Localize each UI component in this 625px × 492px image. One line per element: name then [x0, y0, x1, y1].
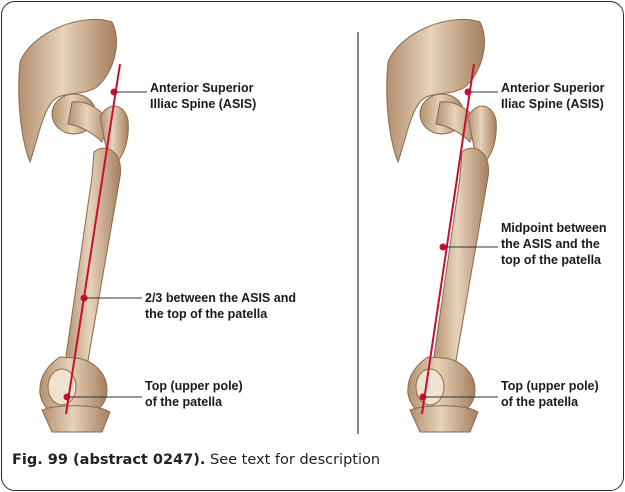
right-patella-label-line1: Top (upper pole): [501, 379, 599, 393]
left-asis-label-line2: Illiac Spine (ASIS): [150, 97, 256, 111]
left-mid-label-line1: 2/3 between the ASIS and: [145, 291, 296, 305]
right-asis-label-line2: Iliac Spine (ASIS): [501, 97, 604, 111]
right-femur-drawing: [387, 19, 497, 432]
left-panel: Anterior Superior Illiac Spine (ASIS) 2/…: [19, 19, 296, 432]
right-mid-label-line1: Midpoint between: [501, 221, 607, 235]
right-mid-label-line3: top of the patella: [501, 253, 602, 267]
left-patella-label-line1: Top (upper pole): [145, 379, 243, 393]
right-panel: Anterior Superior Iliac Spine (ASIS) Mid…: [387, 19, 607, 432]
left-asis-label-line1: Anterior Superior: [150, 81, 254, 95]
left-patella-label-line2: of the patella: [145, 395, 223, 409]
right-mid-label-line2: the ASIS and the: [501, 237, 600, 251]
caption-text: See text for description: [205, 452, 380, 468]
figure-caption: Fig. 99 (abstract 0247). See text for de…: [12, 452, 380, 468]
left-mid-label-line2: the top of the patella: [145, 307, 268, 321]
caption-label: Fig. 99 (abstract 0247).: [12, 452, 205, 468]
right-patella-label-line2: of the patella: [501, 395, 579, 409]
right-asis-label-line1: Anterior Superior: [501, 81, 605, 95]
